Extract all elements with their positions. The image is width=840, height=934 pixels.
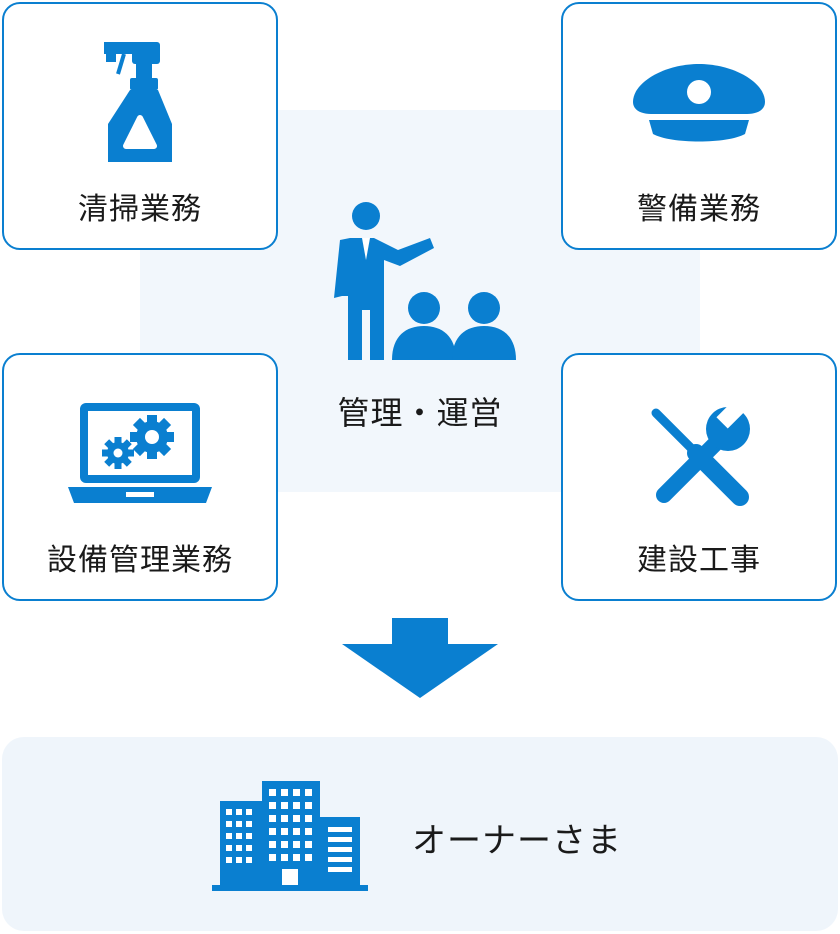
tools-icon: [651, 401, 750, 506]
buildings-icon: [212, 781, 368, 891]
owner-box: オーナーさま: [2, 737, 838, 931]
card-construction: 建設工事: [561, 353, 837, 601]
guard-cap-icon: [633, 64, 765, 142]
card-facility: 設備管理業務: [2, 353, 278, 601]
card-security: 警備業務: [561, 2, 837, 250]
spray-bottle-icon: [104, 42, 172, 162]
card-label: 警備業務: [637, 192, 761, 227]
card-cleaning: 清掃業務: [2, 2, 278, 250]
card-label: 設備管理業務: [47, 543, 233, 578]
down-arrow-icon: [342, 618, 498, 698]
card-label: 建設工事: [637, 543, 761, 578]
owner-label: オーナーさま: [412, 821, 622, 861]
presenter-audience-icon: [334, 202, 516, 360]
management-label: 管理・運営: [337, 394, 503, 432]
card-label: 清掃業務: [78, 192, 202, 227]
laptop-gears-icon: [68, 403, 212, 503]
